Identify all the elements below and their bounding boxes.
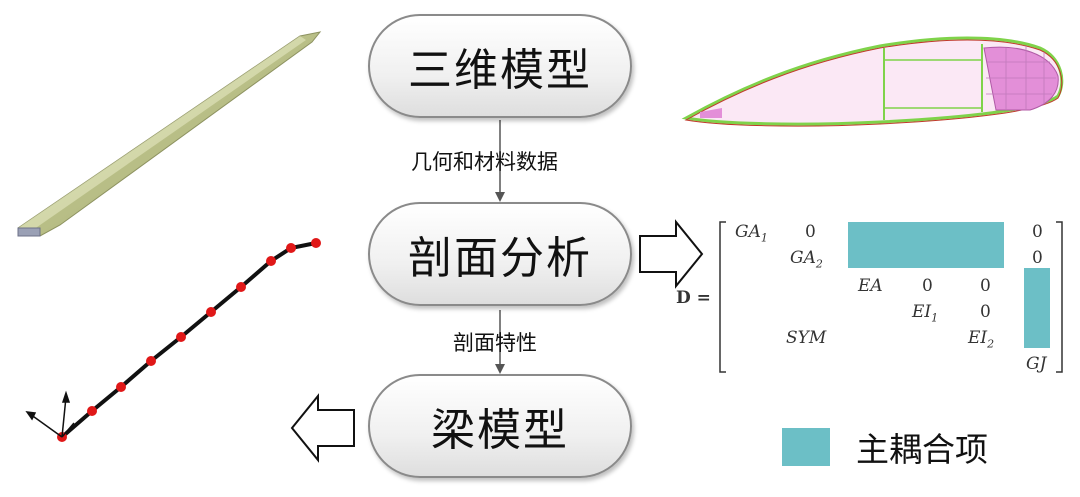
matrix-ei1: EI1 (912, 302, 939, 325)
edge-label-geometry-material: 几何和材料数据 (411, 150, 558, 174)
node-beam-model: 梁模型 (368, 374, 632, 478)
beam-node (286, 243, 296, 253)
node-section-analysis: 剖面分析 (368, 202, 632, 306)
beam-node (116, 382, 126, 392)
matrix-gj: GJ (1026, 354, 1047, 374)
matrix-ga2: GA2 (790, 248, 823, 271)
matrix-zero: 0 (922, 276, 933, 296)
matrix-zero: 0 (980, 302, 991, 322)
beam-node (176, 332, 186, 342)
matrix-ea: EA (858, 276, 883, 296)
matrix-ga1: GA1 (735, 222, 768, 245)
coupling-block-right (1024, 268, 1050, 348)
arrow-down-icon (495, 364, 505, 374)
beam-node (266, 256, 276, 266)
hollow-arrow-right-icon (639, 219, 704, 289)
edge-label-section-properties: 剖面特性 (453, 331, 537, 355)
matrix-ei2: EI2 (968, 328, 995, 351)
matrix-sym: SYM (786, 328, 827, 348)
arrow-down-icon (495, 192, 505, 202)
matrix-symbol: D = (676, 288, 711, 308)
matrix-zero: 0 (980, 276, 991, 296)
matrix-zero: 0 (1032, 248, 1043, 268)
node-3d-model: 三维模型 (368, 14, 632, 118)
legend-label: 主耦合项 (856, 430, 988, 469)
coupling-block-top (848, 222, 1004, 268)
beam-node (87, 406, 97, 416)
legend-swatch (782, 428, 830, 466)
beam-node (206, 307, 216, 317)
beam-node (236, 282, 246, 292)
matrix-zero: 0 (1032, 222, 1043, 242)
matrix-zero: 0 (805, 222, 816, 242)
hollow-arrow-left-icon (290, 393, 355, 463)
beam-node (146, 356, 156, 366)
axis-triad-icon (25, 390, 75, 438)
beam-node (311, 238, 321, 248)
